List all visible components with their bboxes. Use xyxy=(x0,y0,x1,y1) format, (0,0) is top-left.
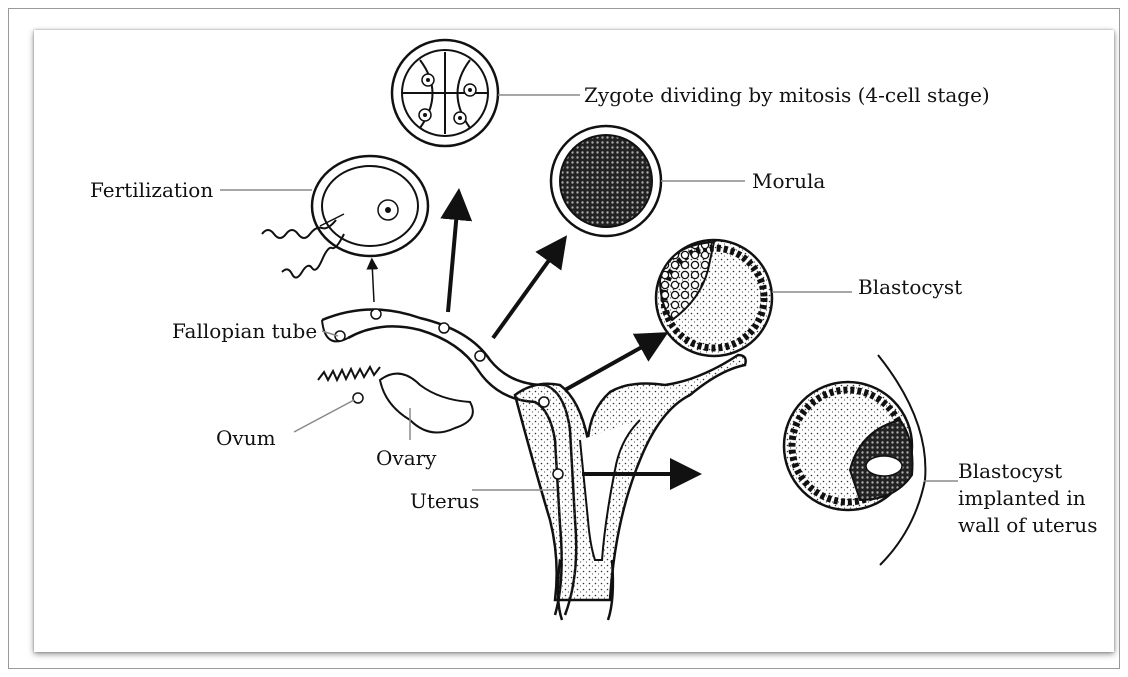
label-fallopian-tube: Fallopian tube xyxy=(172,318,317,344)
label-uterus: Uterus xyxy=(410,488,479,514)
arrow-to-zygote xyxy=(448,200,458,312)
arrow-tube-to-fertilization xyxy=(372,262,374,302)
label-zygote: Zygote dividing by mitosis (4-cell stage… xyxy=(584,82,990,108)
label-implanted-line3: wall of uterus xyxy=(958,512,1118,539)
label-fertilization: Fertilization xyxy=(90,177,213,203)
leader-ovum xyxy=(294,400,354,432)
morula-illustration xyxy=(551,126,661,236)
label-implanted-line1: Blastocyst xyxy=(958,458,1118,485)
label-ovary: Ovary xyxy=(376,445,436,471)
blastocyst-illustration xyxy=(656,240,772,356)
label-morula: Morula xyxy=(752,168,825,194)
zygote-4cell-illustration xyxy=(392,40,498,146)
label-blastocyst-implanted: Blastocyst implanted in wall of uterus xyxy=(958,458,1118,539)
label-implanted-line2: implanted in xyxy=(958,485,1118,512)
arrow-to-morula xyxy=(493,245,560,338)
label-blastocyst: Blastocyst xyxy=(858,274,962,300)
label-ovum: Ovum xyxy=(216,425,276,451)
arrow-to-blastocyst xyxy=(565,338,658,390)
implanted-blastocyst-illustration xyxy=(784,355,925,565)
fertilized-egg-illustration xyxy=(262,156,428,278)
